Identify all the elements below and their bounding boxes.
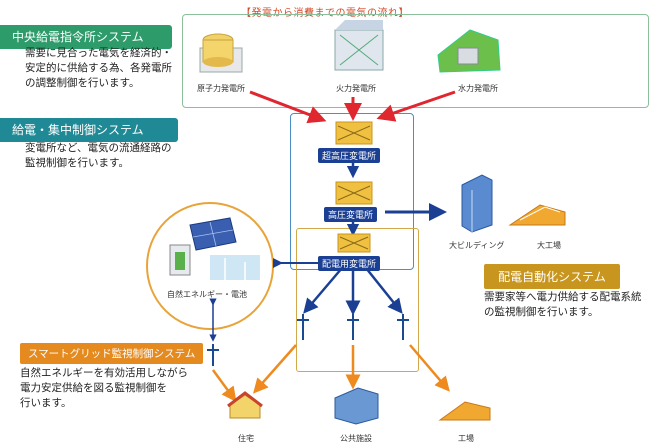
central-dispatch-label: 中央給電指令所システム xyxy=(0,25,172,49)
distribution-automation-desc: 需要家等へ電力供給する配電系統 の監視制御を行います。 xyxy=(484,291,642,318)
transmission-control-label: 給電・集中制御システム xyxy=(0,118,178,142)
wind-turbine-icon xyxy=(210,255,260,280)
factory-label: 工場 xyxy=(458,434,474,443)
solar-panel-icon xyxy=(189,217,237,251)
smart-grid-label: スマートグリッド監視制御システム xyxy=(20,343,204,364)
distribution-automation-label: 配電自動化システム xyxy=(484,264,620,289)
central-dispatch-desc: 需要に見合った電気を経済的・ 安定的に供給する為、各発電所 の調整制御を行います… xyxy=(25,47,172,89)
nuclear-plant-label: 原子力発電所 xyxy=(197,84,245,93)
smart-grid-desc: 自然エネルギーを有効活用しながら 電力安定供給を図る監視制御を 行います。 xyxy=(20,367,188,409)
large-factory-icon xyxy=(508,204,566,226)
diagram-title: 【発電から消費までの電気の流れ】 xyxy=(241,8,409,19)
power-plants-frame xyxy=(182,14,649,108)
transmission-control-desc: 変電所など、電気の流通経路の 監視制御を行います。 xyxy=(25,142,172,169)
nuclear-plant-icon xyxy=(199,33,243,73)
thermal-plant-icon xyxy=(334,20,384,71)
large-building-icon xyxy=(461,174,493,233)
home-label: 住宅 xyxy=(238,434,254,443)
hydro-plant-icon xyxy=(437,29,501,73)
factory-icon xyxy=(438,401,491,421)
hydro-plant-label: 水力発電所 xyxy=(458,84,498,93)
high-substation-label: 高圧変電所 xyxy=(324,207,378,222)
public-facility-icon xyxy=(334,387,379,425)
dist-substation-icon xyxy=(337,233,371,253)
utility-pole-icon xyxy=(207,314,409,366)
battery-icon xyxy=(169,244,191,276)
large-factory-label: 大工場 xyxy=(537,241,561,250)
ultra-substation-icon xyxy=(335,121,373,145)
renewable-label: 自然エネルギー・電池 xyxy=(167,290,247,299)
house-icon xyxy=(227,391,263,419)
thermal-plant-label: 火力発電所 xyxy=(336,84,376,93)
building-label: 大ビルディング xyxy=(449,241,505,250)
high-substation-icon xyxy=(335,181,373,205)
public-facility-label: 公共施設 xyxy=(340,434,372,443)
ultra-substation-label: 超高圧変電所 xyxy=(318,148,381,163)
dist-substation-label: 配電用変電所 xyxy=(318,256,381,271)
